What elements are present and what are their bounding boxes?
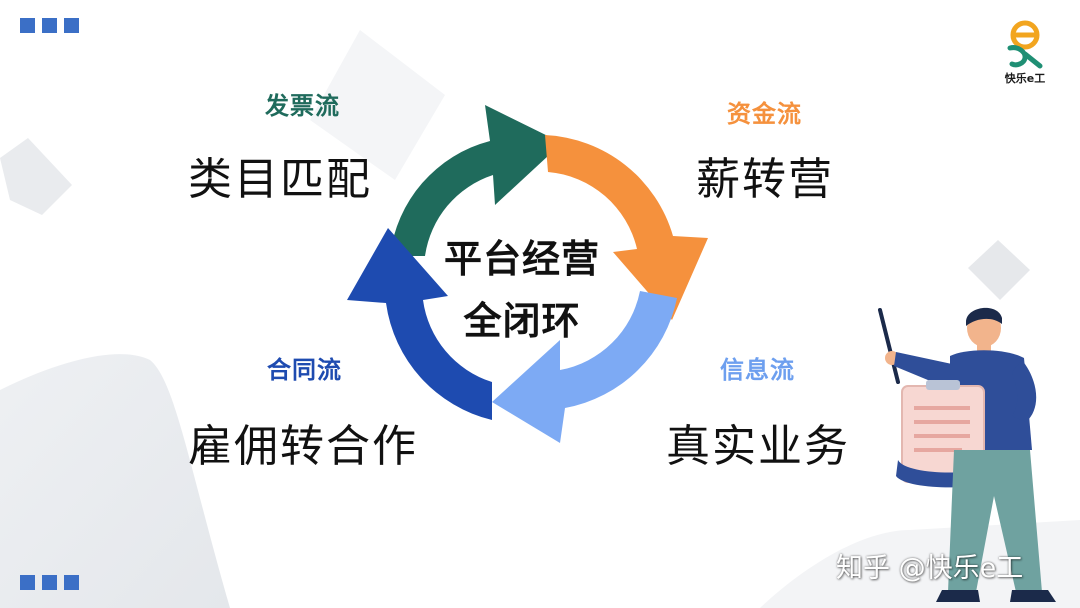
corner-squares-top xyxy=(20,18,79,33)
presenter-illustration xyxy=(878,307,1056,602)
invoice-flow-label: 发票流 xyxy=(265,92,340,120)
square-decoration xyxy=(20,18,35,33)
capital-flow-text: 薪转营 xyxy=(696,154,834,205)
bg-diamond-large xyxy=(310,30,445,180)
contract-flow-text: 雇佣转合作 xyxy=(188,421,418,472)
corner-squares-bottom xyxy=(20,575,79,590)
arrow-contract-flow xyxy=(347,228,492,420)
capital-flow-label: 资金流 xyxy=(727,100,802,128)
brand-logo: 快乐e工 xyxy=(996,18,1054,88)
watermark-text: 知乎 @快乐e工 xyxy=(836,553,1024,584)
square-decoration xyxy=(64,575,79,590)
info-flow-text: 真实业务 xyxy=(666,421,850,472)
arrow-info-flow xyxy=(492,291,677,443)
center-title-line2: 全闭环 xyxy=(463,299,581,343)
square-decoration xyxy=(20,575,35,590)
center-title-line1: 平台经营 xyxy=(443,237,600,281)
info-flow-label: 信息流 xyxy=(720,356,795,384)
brand-logo-icon xyxy=(1007,20,1043,69)
square-decoration xyxy=(64,18,79,33)
bg-shape-bottom-left xyxy=(0,354,230,608)
invoice-flow-text: 类目匹配 xyxy=(188,154,372,205)
arrow-capital-flow xyxy=(545,135,708,320)
square-decoration xyxy=(42,575,57,590)
bg-diamond-right xyxy=(968,240,1030,300)
arrow-invoice-flow xyxy=(390,105,562,256)
bg-diamond-left xyxy=(0,138,72,215)
brand-logo-text: 快乐e工 xyxy=(1004,72,1046,85)
square-decoration xyxy=(42,18,57,33)
contract-flow-label: 合同流 xyxy=(267,356,342,384)
bg-shape-bottom-right xyxy=(760,520,1080,608)
